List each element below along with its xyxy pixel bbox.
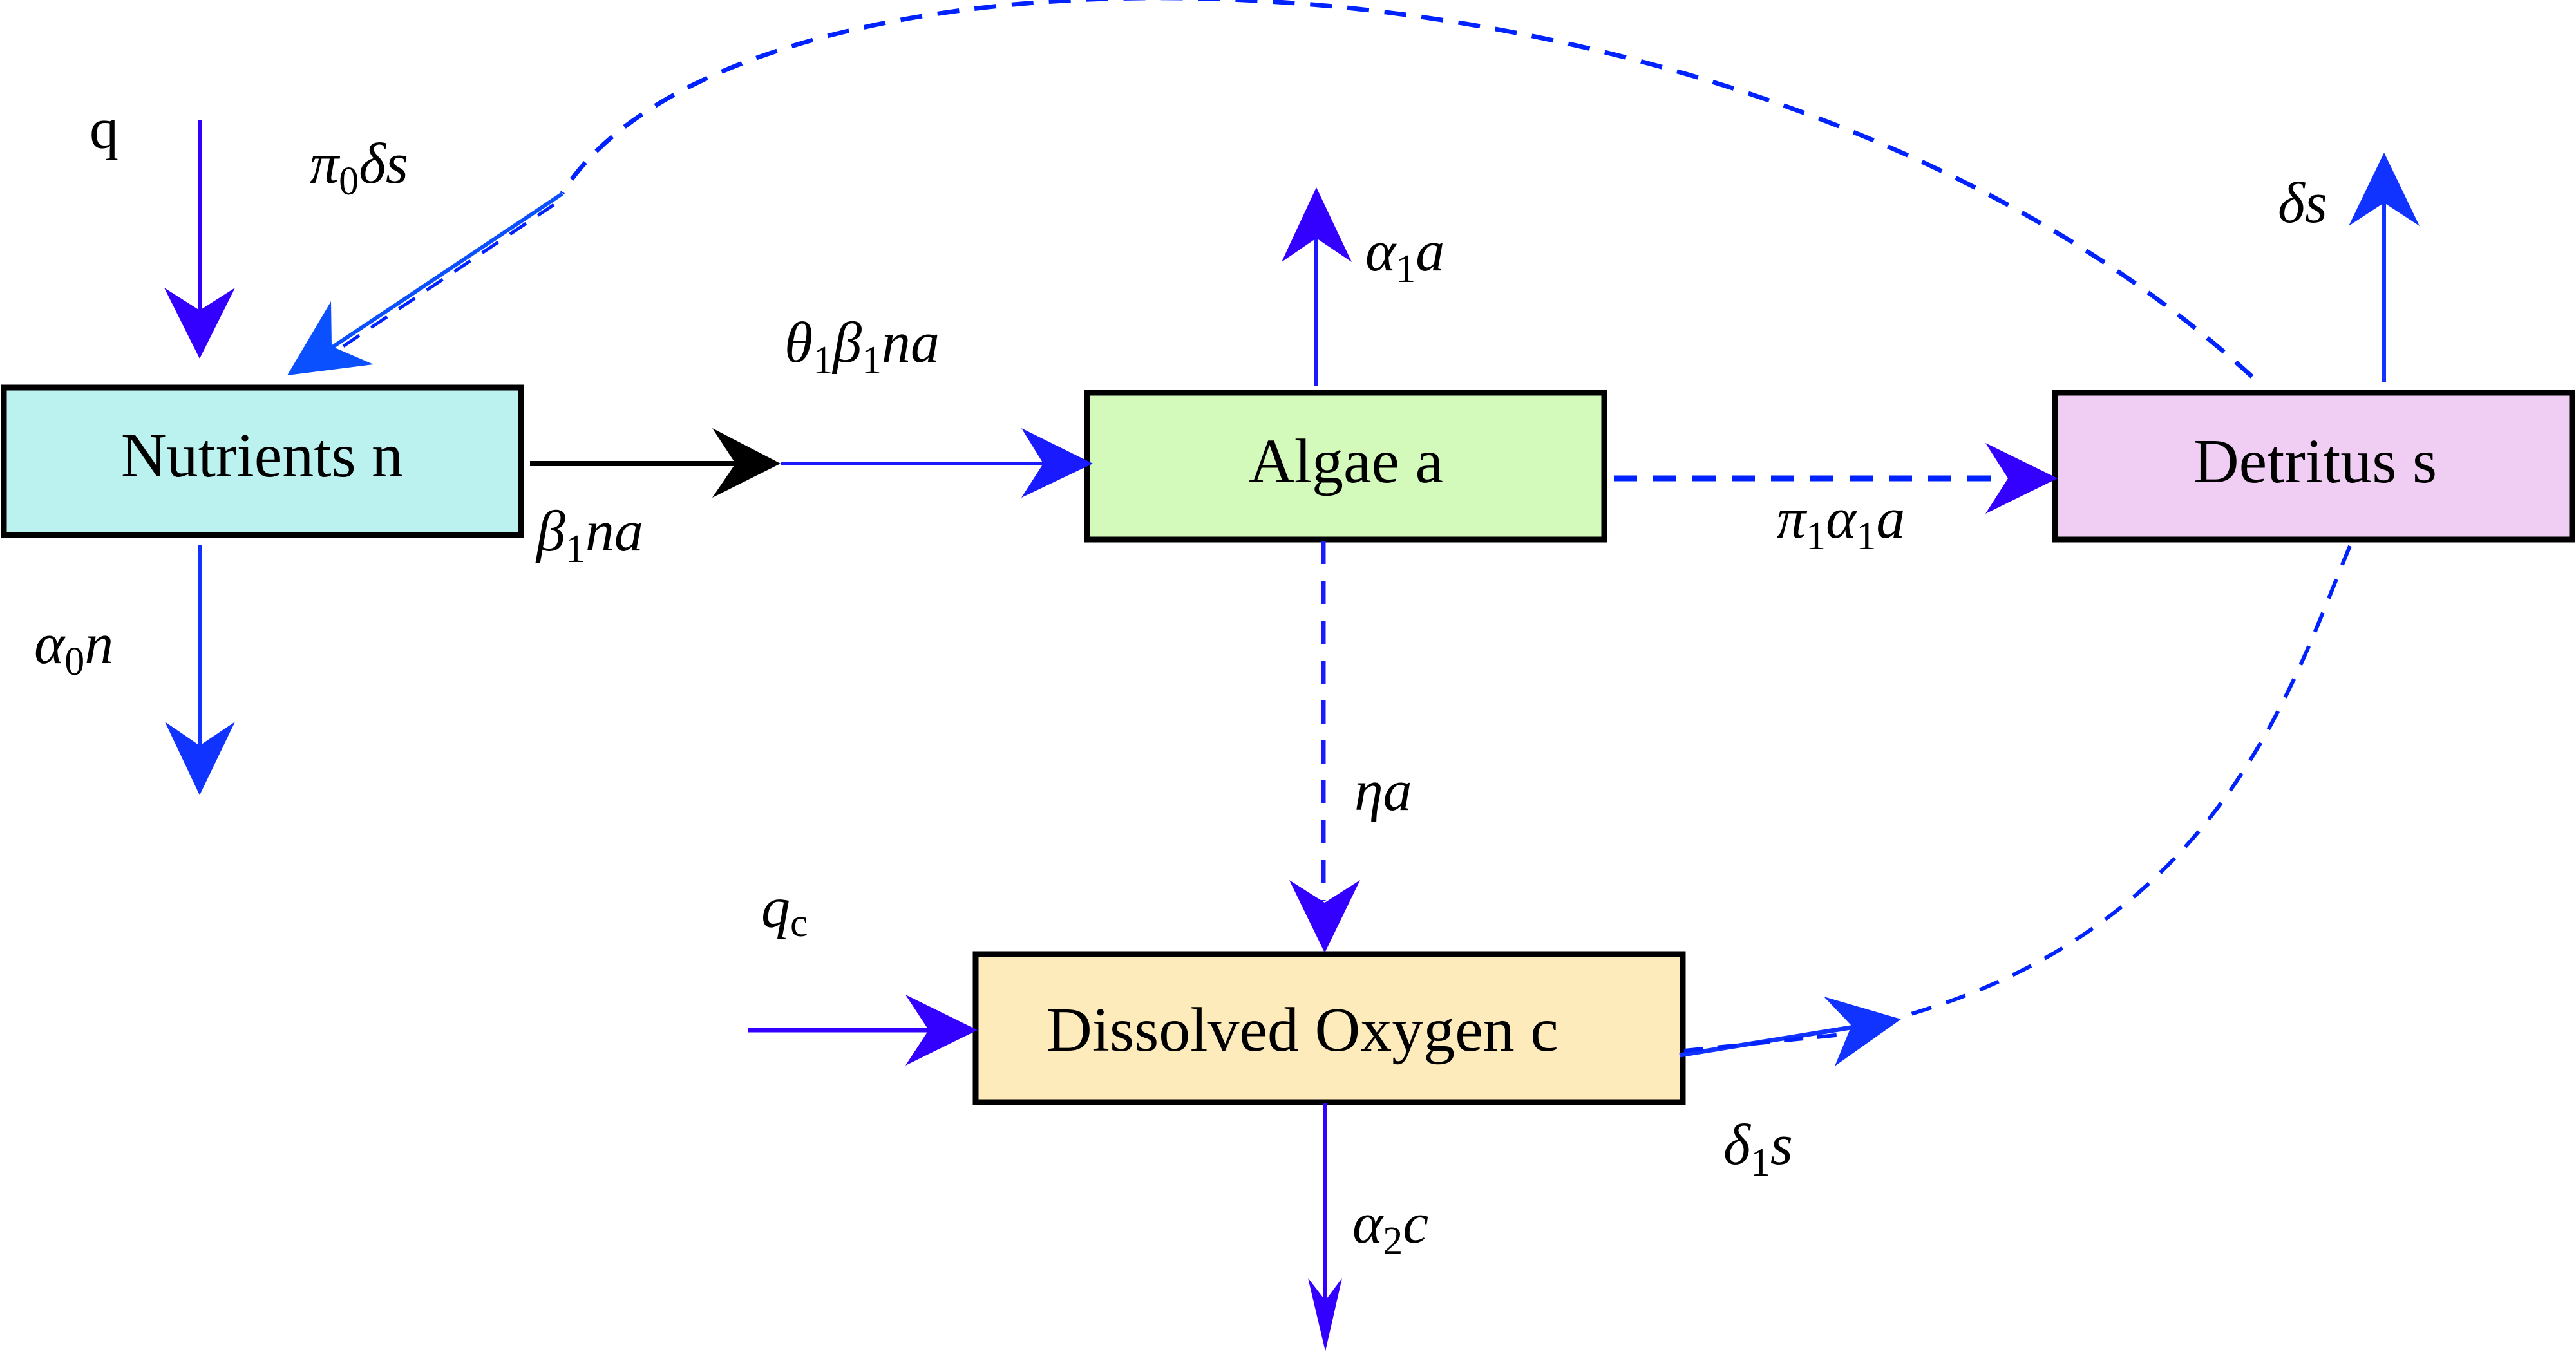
oxygen-box-rect <box>972 951 1686 1105</box>
delta1s-flow-arrow <box>1679 545 2352 1066</box>
alpha1a-outflow-arrow <box>1282 187 1352 386</box>
oxygen-label: Dissolved Oxygen c <box>1046 995 1558 1065</box>
alpha2c-outflow-arrow <box>1308 1103 1342 1351</box>
qc-arrowhead <box>905 995 978 1066</box>
pi1alpha1a-arrowhead <box>1985 443 2058 514</box>
delta1s-arrowhead <box>1824 997 1901 1066</box>
q-label: q <box>90 97 118 161</box>
alpha1a-arrowhead <box>1282 187 1352 262</box>
algae-box-rect <box>1084 390 1607 543</box>
pi0deltas-dashed-curve <box>560 0 2254 379</box>
etaa-arrowhead <box>1289 880 1360 953</box>
deltas-arrowhead <box>2349 153 2420 226</box>
beta1na-arrowhead <box>712 428 781 498</box>
algae-label: Algae a <box>1249 427 1443 496</box>
pi1alpha1a-label: π1α1a <box>1777 487 1905 558</box>
deltas-label: δs <box>2278 171 2327 235</box>
theta1beta1na-arrow <box>781 428 1093 498</box>
nutrients-label: Nutrients n <box>121 421 403 491</box>
etaa-dashed-arrow <box>1289 541 1360 953</box>
detritus-box-rect <box>2052 390 2575 543</box>
qc-inflow-arrow <box>748 995 978 1066</box>
nutrients-box-rect <box>1 384 524 538</box>
beta1na-uptake-arrow <box>530 428 781 498</box>
pi0deltas-feedback-arrow <box>287 0 2254 379</box>
nutrients-box[interactable]: Nutrients n <box>1 384 524 538</box>
qc-label: qc <box>761 876 808 945</box>
theta1beta1na-arrowhead <box>1021 428 1093 498</box>
alpha2c-arrowhead <box>1308 1278 1342 1351</box>
detritus-box[interactable]: Detritus s <box>2052 390 2575 543</box>
delta1s-dashed-curve <box>1899 545 2352 1019</box>
etaa-label: ηa <box>1354 759 1412 823</box>
alpha1a-label: α1a <box>1365 220 1444 291</box>
detritus-label: Detritus s <box>2193 427 2437 496</box>
oxygen-box[interactable]: Dissolved Oxygen c <box>972 951 1686 1105</box>
alpha0n-outflow-arrow <box>165 545 235 795</box>
algae-box[interactable]: Algae a <box>1084 390 1607 543</box>
delta1s-label: δ1s <box>1723 1113 1793 1185</box>
alpha0n-label: α0n <box>34 612 113 684</box>
pi0deltas-arrowhead <box>287 301 374 375</box>
pi1alpha1a-dashed-arrow <box>1614 443 2058 514</box>
theta1beta1na-label: θ1β1na <box>784 311 940 382</box>
alpha2c-label: α2c <box>1352 1192 1428 1263</box>
deltas-outflow-arrow <box>2349 153 2420 382</box>
pi0deltas-label: π0δs <box>310 132 408 203</box>
beta1na-label: β1na <box>535 500 643 571</box>
q-inflow-arrow <box>164 120 235 359</box>
alpha0n-arrowhead <box>165 722 235 795</box>
q-arrowhead <box>164 288 235 359</box>
